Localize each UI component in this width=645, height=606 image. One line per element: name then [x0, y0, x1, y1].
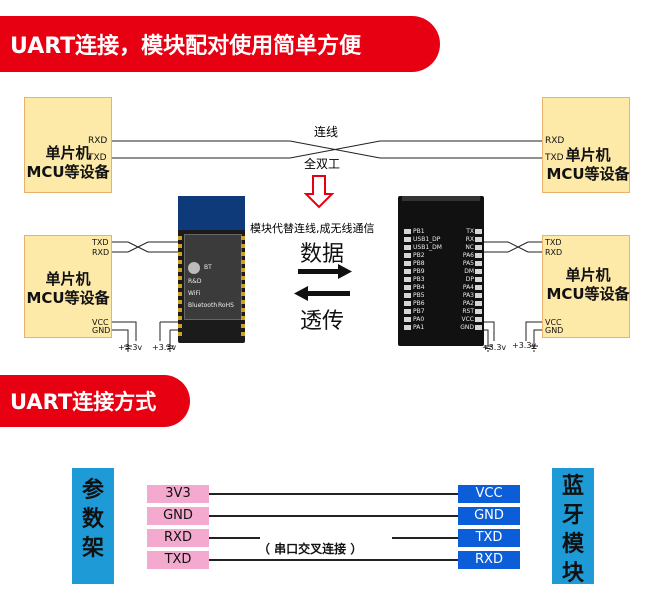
- right-pin-vcc: VCC: [458, 485, 520, 503]
- bt-module-left: BT R&D WiFi Bluetooth RoHS: [178, 196, 245, 343]
- mcu-box-top-right: [542, 97, 630, 193]
- module-pin-label: PB9: [413, 268, 425, 275]
- module-pin-label: PB1: [413, 228, 425, 235]
- pin-rxd-top-right: RXD: [545, 136, 565, 146]
- pin-vcc-bottom-left: VCC: [92, 318, 109, 327]
- data-arrows: [294, 264, 352, 301]
- left-pin-gnd: GND: [147, 507, 209, 525]
- pin-txd-bottom-left: TXD: [92, 238, 109, 247]
- pin-vcc-bottom-right: VCC: [545, 318, 562, 327]
- module-pin-label: GND: [460, 324, 474, 331]
- left-vertical-title: 参数架: [72, 468, 114, 584]
- mcu-label-top-right: 单片机 MCU等设备: [546, 146, 630, 183]
- bottom-wires: [209, 493, 458, 561]
- module-pin-label: PA6: [462, 252, 474, 259]
- module-text-line: BT: [204, 264, 212, 271]
- module-pin-label: PA0: [413, 316, 425, 323]
- pads-left: [178, 236, 182, 336]
- right-module-pads-right: [475, 229, 482, 333]
- module-pin-label: PB2: [413, 252, 425, 259]
- right-pin-rxd: RXD: [458, 551, 520, 569]
- pin-rxd-top-left: RXD: [88, 136, 108, 146]
- pads-right: [241, 236, 245, 336]
- mcu-box-bottom-left: [24, 235, 112, 338]
- module-pin-label: PB7: [413, 308, 425, 315]
- pin-txd-bottom-right: TXD: [545, 238, 562, 247]
- banner-top: UART连接，模块配对使用简单方便: [0, 16, 440, 72]
- module-text-line: WiFi: [188, 290, 201, 297]
- module-pin-label: PB3: [413, 276, 425, 283]
- right-vertical-title: 蓝牙模块: [552, 468, 594, 586]
- label-wire: 连线: [314, 125, 339, 139]
- right-module-pads-left: [404, 229, 411, 333]
- module-text-line: Bluetooth: [188, 302, 218, 309]
- pin-rxd-bottom-right: RXD: [545, 248, 563, 257]
- pin-rxd-bottom-left: RXD: [92, 248, 110, 257]
- pin-txd-top-left: TXD: [88, 153, 107, 163]
- banner-top-text: UART连接，模块配对使用简单方便: [10, 34, 362, 59]
- ground-symbols: [124, 345, 538, 352]
- v33-label-4: +3.3v: [512, 341, 537, 350]
- module-pin-label: PB5: [413, 292, 425, 299]
- left-pin-txd: TXD: [147, 551, 209, 569]
- module-pin-label: PB4: [413, 284, 425, 291]
- v33-label-2: +3.3v: [152, 343, 177, 352]
- module-pin-label: PB6: [413, 300, 425, 307]
- pin-txd-top-right: TXD: [545, 153, 564, 163]
- module-pin-label: PA1: [413, 324, 425, 331]
- right-module-wires: [484, 241, 542, 346]
- right-module-left-pins: PB1 USB1_DP USB1_DM PB2 PB8 PB9 PB3 PB4 …: [413, 228, 447, 332]
- left-pin-rxd: RXD: [147, 529, 209, 547]
- module-pin-label: TX: [466, 228, 474, 235]
- module-pin-label: DM: [464, 268, 474, 275]
- module-pin-label: USB1_DM: [413, 244, 442, 251]
- module-text-line: RoHS: [218, 302, 234, 309]
- mcu-label-bottom-left: 单片机 MCU等设备: [26, 270, 110, 307]
- module-pin-label: PA3: [462, 292, 474, 299]
- module-pin-label: DP: [465, 276, 474, 283]
- mcu-label-bottom-right: 单片机 MCU等设备: [546, 266, 630, 303]
- label-duplex: 全双工: [304, 157, 341, 171]
- mcu-box-top-left: [24, 97, 112, 193]
- right-pin-txd: TXD: [458, 529, 520, 547]
- mcu-box-bottom-right: [542, 235, 630, 338]
- banner-mid-text: UART连接方式: [10, 390, 157, 414]
- down-arrow: [303, 175, 335, 209]
- pin-gnd-bottom-right: GND: [545, 326, 564, 335]
- module-pin-label: VCC: [461, 316, 474, 323]
- banner-mid: UART连接方式: [0, 375, 190, 427]
- label-replace: 模块代替连线,成无线通信: [250, 222, 375, 235]
- module-pin-label: RX: [465, 236, 474, 243]
- v33-label-1: +3.3v: [118, 343, 143, 352]
- label-transmit: 透传: [300, 309, 345, 334]
- right-module-right-pins: TX RX NC PA6 PA5 DM DP PA4 PA3 PA2 RST V…: [452, 228, 474, 332]
- module-pin-label: PA4: [462, 284, 474, 291]
- module-pin-label: NC: [465, 244, 474, 251]
- top-cross-wires: [112, 140, 542, 159]
- left-pin-3v3: 3V3: [147, 485, 209, 503]
- module-pin-label: USB1_DP: [413, 236, 441, 243]
- antenna-area: [178, 196, 245, 230]
- module-pin-label: PB8: [413, 260, 425, 267]
- right-pin-gnd: GND: [458, 507, 520, 525]
- mcu-label-top-left: 单片机 MCU等设备: [26, 144, 110, 181]
- label-data: 数据: [300, 242, 345, 267]
- left-module-wires: [112, 241, 178, 346]
- module-logo-icon: [188, 262, 200, 274]
- antenna-area: [402, 196, 480, 201]
- module-pin-label: PA5: [462, 260, 474, 267]
- pin-gnd-bottom-left: GND: [92, 326, 111, 335]
- bt-module-right: [398, 196, 484, 346]
- module-text-line: R&D: [188, 278, 202, 285]
- module-pin-label: RST: [462, 308, 474, 315]
- v33-label-3: +3.3v: [482, 343, 507, 352]
- label-cross-connect: （ 串口交叉连接 ）: [258, 542, 363, 556]
- module-pin-label: PA2: [462, 300, 474, 307]
